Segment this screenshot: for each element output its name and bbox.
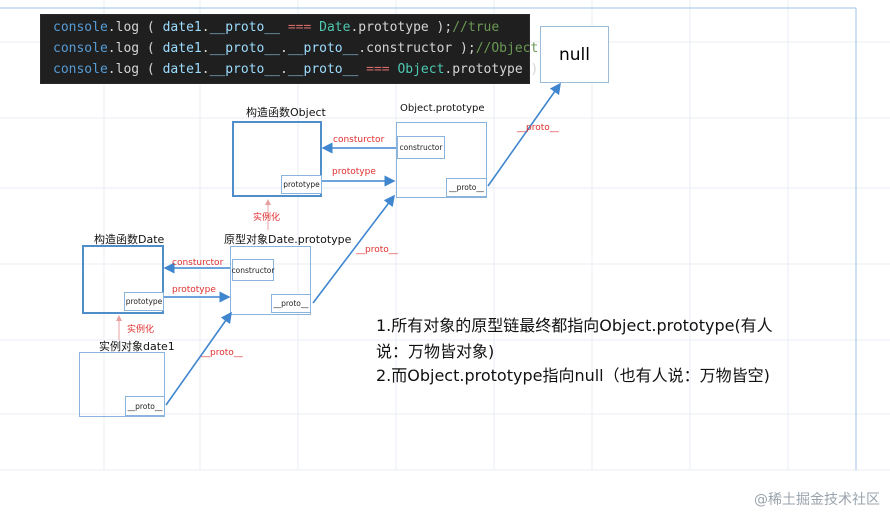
code-token: __proto__: [209, 62, 281, 77]
label-proto-instance: __proto__: [201, 348, 243, 358]
code-block: console.log ( date1.__proto__ === Date.p…: [40, 14, 593, 84]
note-line-3: 2.而Object.prototype指向null（也有人说：万物皆空): [376, 366, 770, 385]
label-instantiate-dateproto: 实例化: [253, 213, 281, 223]
instance-proto: __proto__: [125, 396, 165, 416]
code-token: __proto__: [287, 62, 359, 77]
code-token: .log (: [107, 20, 163, 35]
label-proto-objproto: __proto__: [517, 123, 559, 133]
date-constructor-title: 构造函数Date: [94, 233, 165, 246]
code-token: .: [201, 20, 210, 35]
code-token: console: [53, 20, 108, 35]
code-token: .log (: [107, 62, 163, 77]
code-token: date1: [162, 20, 202, 35]
code-token: ===: [358, 62, 398, 77]
arrow-objproto-to-null: [487, 82, 561, 187]
code-token: .log (: [107, 41, 163, 56]
code-token: Date: [319, 20, 351, 35]
date-prototype-title: 原型对象Date.prototype: [224, 233, 352, 246]
code-token: .: [280, 41, 288, 56]
code-token: console: [53, 41, 108, 56]
label-consturctor-date: consturctor: [172, 258, 224, 268]
code-token: .prototype );: [444, 62, 547, 77]
label-instantiate-instance: 实例化: [127, 325, 155, 335]
label-prototype-date: prototype: [172, 285, 216, 295]
date-prototype-constructor: constructor: [232, 259, 274, 281]
object-constructor-title: 构造函数Object: [246, 106, 326, 119]
date-prototype-box: [230, 246, 311, 315]
instance-box: [79, 352, 165, 417]
object-prototype-box: [396, 122, 487, 198]
object-constructor-prototype: prototype: [281, 175, 322, 194]
code-token: __proto__: [209, 41, 281, 56]
code-line-1: console.log ( date1.__proto__ === Date.p…: [53, 17, 529, 38]
code-token: .prototype );: [350, 20, 453, 35]
code-line-3: console.log ( date1.__proto__.__proto__ …: [53, 59, 593, 80]
label-proto-dateproto: __proto__: [356, 245, 398, 255]
arrow-dateproto-to-objproto: [312, 194, 395, 304]
label-consturctor-object: consturctor: [333, 135, 385, 145]
code-token: __proto__: [287, 41, 359, 56]
object-prototype-proto: __proto__: [446, 178, 487, 197]
date-constructor-prototype: prototype: [124, 292, 164, 311]
code-token: console: [53, 62, 108, 77]
object-constructor-box: [232, 121, 322, 197]
note-line-1: 1.所有对象的原型链最终都指向Object.prototype(有人: [376, 316, 773, 335]
arrow-instance-to-dateproto: [165, 311, 232, 406]
instance-title: 实例对象date1: [99, 340, 175, 353]
code-token: Object: [397, 62, 445, 77]
code-token: .constructor );: [358, 41, 476, 56]
code-token: date1: [162, 41, 202, 56]
note-line-2: 说：万物皆对象): [376, 342, 495, 361]
code-token: date1: [162, 62, 202, 77]
watermark: @稀土掘金技术社区: [754, 492, 880, 508]
code-token: .: [280, 62, 288, 77]
code-token: __proto__: [209, 20, 281, 35]
object-prototype-constructor: constructor: [397, 136, 445, 159]
null-box: null: [540, 26, 609, 83]
code-line-2: console.log ( date1.__proto__.__proto__.…: [53, 38, 538, 59]
code-token: .: [201, 41, 210, 56]
object-prototype-title: Object.prototype: [400, 103, 485, 114]
code-token: //Object: [475, 41, 539, 56]
code-token: //true: [452, 20, 500, 35]
date-constructor-box: [82, 245, 164, 314]
date-prototype-proto: __proto__: [271, 294, 311, 313]
code-token: .: [201, 62, 210, 77]
label-prototype-object: prototype: [332, 167, 376, 177]
code-token: ===: [280, 20, 320, 35]
